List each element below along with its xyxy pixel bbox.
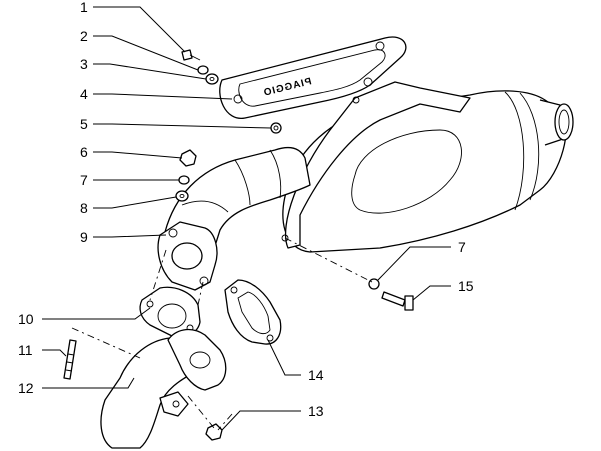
- label-2: 2: [80, 28, 88, 44]
- nut-6: [179, 149, 197, 167]
- spring-washer-2: [197, 65, 209, 75]
- label-12: 12: [18, 380, 34, 396]
- washer-3: [205, 73, 219, 85]
- spring-washer-7a: [178, 175, 190, 185]
- label-13: 13: [308, 403, 324, 419]
- nut-13: [205, 423, 223, 441]
- label-1: 1: [80, 0, 88, 15]
- stud-11: [63, 339, 77, 380]
- label-14: 14: [308, 367, 324, 383]
- washer-8: [175, 190, 189, 202]
- gasket-10: [139, 286, 201, 338]
- grommet-5: [270, 122, 282, 134]
- part-number-labels: 1 2 3 4 5 6 7 8 9 7 15 10 11 12 14 13: [18, 0, 474, 419]
- label-15: 15: [458, 278, 474, 294]
- label-7b: 7: [458, 239, 466, 255]
- assembly-lines: [71, 237, 373, 431]
- label-7a: 7: [80, 172, 88, 188]
- heat-shield: PIAGGIO: [219, 36, 407, 119]
- label-10: 10: [18, 311, 34, 327]
- label-4: 4: [80, 86, 88, 102]
- label-11: 11: [18, 342, 33, 358]
- label-8: 8: [80, 200, 88, 216]
- bolt-1: [181, 49, 201, 61]
- label-6: 6: [80, 144, 88, 160]
- label-3: 3: [80, 56, 88, 72]
- label-5: 5: [80, 116, 88, 132]
- manifold-flange: [157, 221, 218, 291]
- intermediate-pipe: [100, 328, 227, 449]
- label-9: 9: [80, 229, 88, 245]
- callout-leaders: [42, 6, 451, 431]
- gasket-14: [224, 279, 282, 345]
- spring-washer-7b: [368, 278, 380, 290]
- bolt-15: [381, 291, 414, 311]
